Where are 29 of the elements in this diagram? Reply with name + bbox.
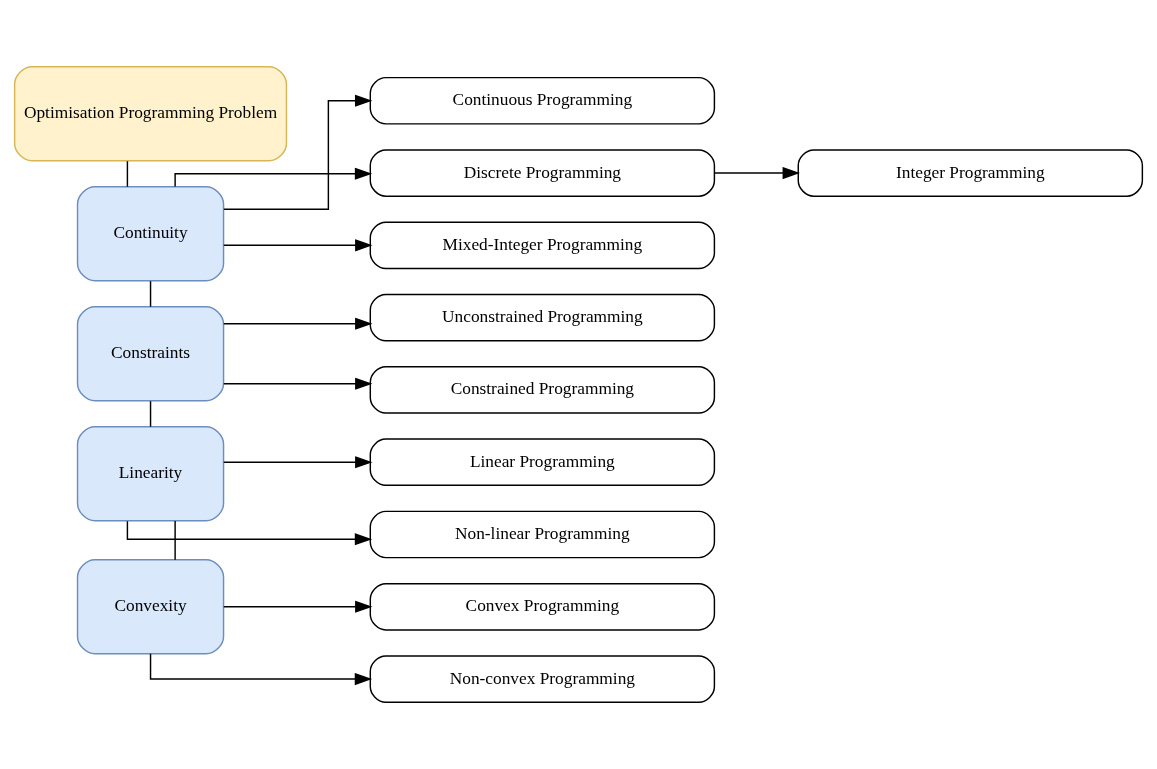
connector	[149, 400, 152, 428]
arrow	[713, 166, 800, 180]
connector	[174, 520, 176, 561]
arrow	[174, 167, 373, 188]
node-box: Convexity	[76, 559, 225, 655]
arrow	[223, 456, 373, 469]
node-box: Non-convex Programming	[369, 655, 716, 703]
arrow	[126, 520, 373, 546]
node-box: Constraints	[76, 306, 225, 402]
arrow	[149, 653, 373, 686]
arrow	[223, 317, 373, 330]
arrow	[223, 94, 373, 210]
node-box: Convex Programming	[369, 582, 716, 631]
arrow	[223, 239, 373, 252]
node-box: Discrete Programming	[369, 149, 716, 197]
node-box: Linearity	[76, 426, 225, 522]
connector	[149, 280, 152, 308]
node-box: Unconstrained Programming	[369, 293, 716, 342]
arrow	[223, 377, 373, 390]
node-box: Continuity	[76, 186, 225, 282]
node-box: Non-linear Programming	[369, 510, 716, 559]
arrow	[223, 600, 373, 613]
connector	[126, 160, 129, 188]
node-box: Continuous Programming	[369, 76, 716, 125]
node-box: Integer Programming	[797, 149, 1144, 197]
node-box: Mixed-Integer Programming	[369, 221, 716, 270]
node-box: Optimisation Programming Problem	[13, 66, 288, 162]
node-box: Constrained Programming	[369, 366, 716, 414]
node-box: Linear Programming	[369, 438, 716, 487]
